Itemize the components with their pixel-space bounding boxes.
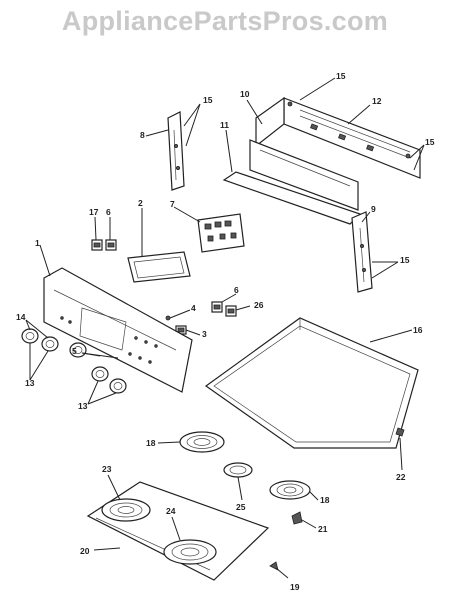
callout-1: 1	[35, 238, 40, 248]
callout-5: 5	[72, 346, 77, 356]
callout-6-right: 6	[234, 285, 239, 295]
callout-2: 2	[138, 198, 143, 208]
switches-upper	[91, 239, 117, 251]
callout-18-left: 18	[146, 438, 156, 448]
callout-15-left: 15	[203, 95, 213, 105]
callout-4: 4	[191, 303, 196, 313]
callout-15-lower: 15	[400, 255, 410, 265]
right-side-bracket	[351, 211, 373, 293]
callout-24: 24	[166, 506, 176, 516]
callout-6-upper: 6	[106, 207, 111, 217]
watermark: AppliancePartsPros.com	[61, 6, 389, 36]
callout-labels: 15 10 12 15 8 11 15 9 15 7 2 17 6 1 4 3 …	[16, 71, 435, 592]
callout-18-right: 18	[320, 495, 330, 505]
callout-3: 3	[202, 329, 207, 339]
callout-11: 11	[220, 120, 229, 130]
control-overlay	[127, 251, 191, 283]
maintop-panel	[86, 481, 270, 581]
callout-21: 21	[318, 524, 328, 534]
left-side-bracket	[167, 111, 185, 191]
cooktop-glass	[204, 317, 419, 449]
callout-7: 7	[170, 199, 175, 209]
callout-15-right: 15	[425, 137, 435, 147]
callout-8: 8	[140, 130, 145, 140]
callout-22: 22	[396, 472, 406, 482]
callout-23: 23	[102, 464, 112, 474]
callout-17: 17	[89, 207, 99, 217]
control-board	[197, 213, 245, 253]
callout-13-left: 13	[25, 378, 35, 388]
callout-12: 12	[372, 96, 382, 106]
callout-26: 26	[254, 300, 264, 310]
switches-right	[211, 301, 237, 317]
callout-20: 20	[80, 546, 90, 556]
callout-15-top: 15	[336, 71, 346, 81]
callout-13-lower: 13	[78, 401, 88, 411]
leader-lines	[25, 77, 425, 579]
callout-25: 25	[236, 502, 246, 512]
control-panel	[43, 267, 193, 393]
callout-14: 14	[16, 312, 26, 322]
small-hardware	[269, 427, 405, 571]
callout-9: 9	[371, 204, 376, 214]
vent-trim	[222, 139, 362, 225]
callout-10: 10	[240, 89, 250, 99]
callout-16: 16	[413, 325, 423, 335]
backguard-panel	[255, 96, 421, 179]
callout-19: 19	[290, 582, 300, 592]
surface-burners	[179, 431, 311, 500]
